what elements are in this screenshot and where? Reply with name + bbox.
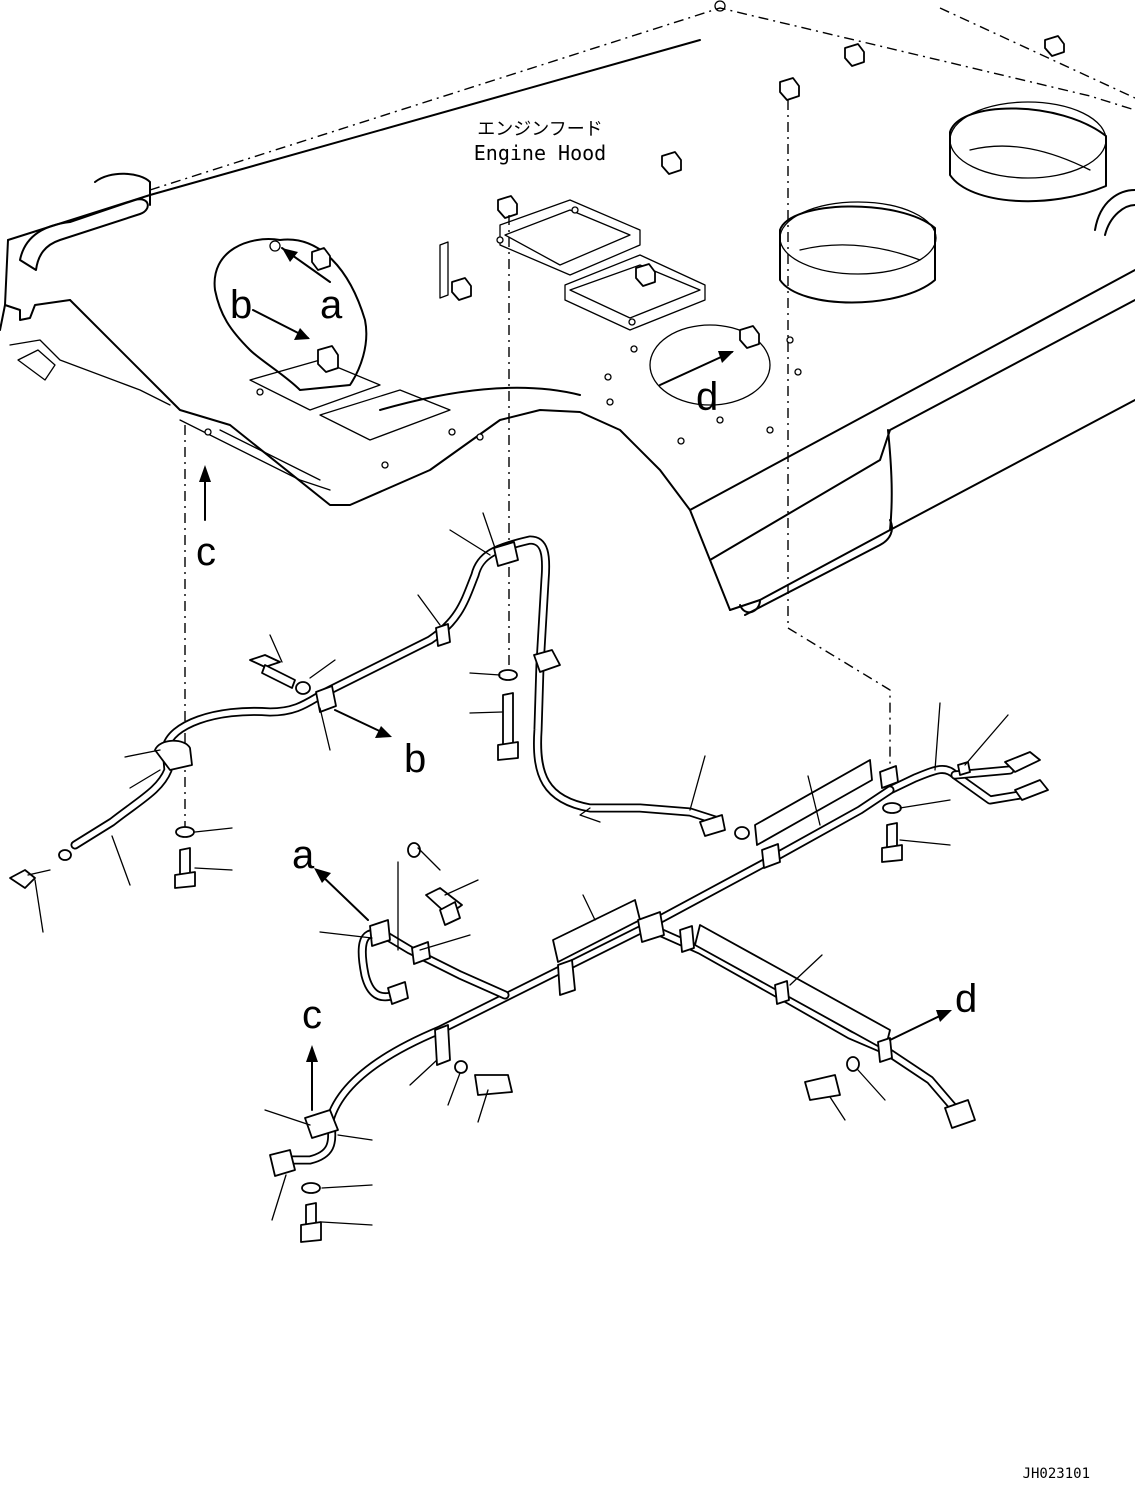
view-arrows-hood: a b d c xyxy=(196,247,734,574)
upper-wiring-harness xyxy=(9,535,1049,889)
hood-mount-holes xyxy=(204,206,802,469)
hood-label-english: Engine Hood xyxy=(474,141,606,165)
view-marker-b-hood: b xyxy=(230,283,252,327)
hood-label-japanese: エンジンフード xyxy=(477,119,602,140)
engine-hood-label: エンジンフード Engine Hood xyxy=(474,119,606,165)
view-marker-a-hood: a xyxy=(320,283,343,327)
view-marker-c: c xyxy=(302,993,322,1037)
view-marker-a: a xyxy=(292,833,315,877)
view-marker-c-hood: c xyxy=(196,530,216,574)
engine-hood-assembly: エンジンフード Engine Hood xyxy=(0,0,1135,616)
view-marker-d: d xyxy=(955,977,977,1021)
view-marker-d-hood: d xyxy=(696,375,718,419)
lower-wiring-harness xyxy=(269,785,976,1243)
drawing-number: JH023101 xyxy=(1023,1466,1090,1482)
hood-nuts xyxy=(269,35,1065,373)
lower-fasteners xyxy=(300,842,860,1243)
view-arrows-harness: b a c d xyxy=(292,709,977,1111)
view-marker-b: b xyxy=(404,737,426,781)
part-leader-lines xyxy=(34,512,1009,1226)
upper-fasteners xyxy=(9,654,903,889)
